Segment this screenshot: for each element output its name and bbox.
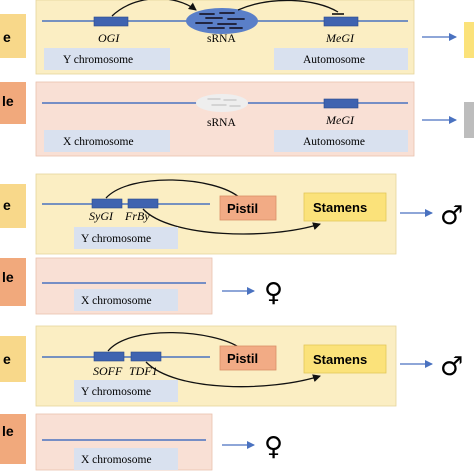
gene-label-soff: SOFF bbox=[93, 364, 123, 378]
output-box-a2-cropped bbox=[464, 102, 474, 138]
srna-ellipse bbox=[186, 8, 258, 34]
chrom-label-y: Y chromosome bbox=[63, 54, 133, 66]
gene-label-frby: FrBy bbox=[124, 209, 150, 223]
chrom-label-x: X chromosome bbox=[81, 454, 152, 466]
female-symbol-icon: ♀ bbox=[264, 432, 283, 462]
pistil-box bbox=[219, 195, 277, 221]
panel-b-female: X chromosome ♀ bbox=[35, 257, 283, 315]
sygi-inhibit-pistil bbox=[105, 179, 241, 199]
chrom-label-auto: Automosome bbox=[303, 136, 365, 148]
stamens-label: Stamens bbox=[313, 352, 367, 367]
chrom-label-auto: Automosome bbox=[303, 54, 365, 66]
output-box-a1-cropped bbox=[464, 22, 474, 58]
gene-box-soff bbox=[93, 351, 125, 362]
gene-label-megi: MeGI bbox=[325, 31, 355, 45]
side-tab-female-c bbox=[0, 414, 26, 464]
gene-box-megi bbox=[323, 16, 359, 27]
side-label-male-c: e bbox=[3, 351, 11, 367]
female-symbol-icon: ♀ bbox=[264, 278, 283, 308]
side-label-female-a: le bbox=[2, 93, 14, 109]
pistil-label: Pistil bbox=[227, 351, 258, 366]
side-label-male-a: e bbox=[3, 29, 11, 45]
panel-c-male: Pistil Stamens SOFF TDF1 Y chromosome ♂ bbox=[35, 325, 463, 407]
male-symbol-icon: ♂ bbox=[440, 201, 463, 231]
pistil-label: Pistil bbox=[227, 201, 258, 216]
chrom-label-y: Y chromosome bbox=[81, 386, 151, 398]
gene-box-megi bbox=[323, 98, 359, 109]
side-tab-male-b bbox=[0, 184, 26, 228]
srna-strokes bbox=[195, 12, 245, 29]
chrom-label-y: Y chromosome bbox=[81, 233, 151, 245]
side-label-female-c: le bbox=[2, 423, 14, 439]
panel-c-female: X chromosome ♀ bbox=[35, 413, 283, 471]
gene-box-tdf1 bbox=[130, 351, 162, 362]
chrom-label-box-x bbox=[74, 289, 178, 311]
soff-inhibit-pistil bbox=[107, 331, 241, 352]
side-tab-male-c bbox=[0, 336, 26, 382]
panel-a-male: OGI sRNA MeGI Y chromosome Automosome bbox=[35, 0, 474, 75]
gene-box-ogi bbox=[93, 16, 129, 27]
ogi-to-srna-arrow bbox=[111, 0, 197, 17]
srna-label: sRNA bbox=[207, 33, 236, 45]
chrom-label-box-y bbox=[74, 380, 178, 402]
male-symbol-icon: ♂ bbox=[440, 352, 463, 382]
stamens-label: Stamens bbox=[313, 200, 367, 215]
stamens-box bbox=[303, 344, 387, 374]
gene-box-frby bbox=[127, 198, 159, 209]
gene-label-sygi: SyGI bbox=[89, 209, 114, 223]
srna-inhibit-megi-arrow bbox=[237, 0, 339, 13]
srna-strokes-faded bbox=[207, 98, 241, 107]
chrom-label-x: X chromosome bbox=[81, 295, 152, 307]
side-tabs: e le e le e le bbox=[0, 14, 26, 464]
panel-b-male: Pistil Stamens SyGI FrBy Y chromosome ♂ bbox=[35, 173, 463, 255]
chrom-label-box-auto bbox=[274, 48, 408, 70]
gene-label-ogi: OGI bbox=[98, 31, 120, 45]
gene-box-sygi bbox=[91, 198, 123, 209]
chrom-label-box-x bbox=[44, 130, 170, 152]
chrom-label-box-y bbox=[44, 48, 170, 70]
gene-label-tdf1: TDF1 bbox=[129, 364, 158, 378]
side-tab-male-a bbox=[0, 14, 26, 58]
srna-ellipse-faded bbox=[196, 94, 248, 112]
side-label-female-b: le bbox=[2, 269, 14, 285]
side-tab-female-a bbox=[0, 82, 26, 124]
stamens-box bbox=[303, 192, 387, 222]
side-label-male-b: e bbox=[3, 197, 11, 213]
chrom-label-box-y bbox=[74, 227, 178, 249]
tdf1-activate-stamens bbox=[145, 361, 321, 388]
pistil-box bbox=[219, 345, 277, 371]
srna-label: sRNA bbox=[207, 117, 236, 129]
gene-label-megi: MeGI bbox=[325, 113, 355, 127]
chrom-label-box-auto bbox=[274, 130, 408, 152]
chrom-label-box-x bbox=[74, 448, 178, 470]
chrom-label-x: X chromosome bbox=[63, 136, 134, 148]
panel-a-female: sRNA MeGI X chromosome Automosome bbox=[35, 81, 474, 157]
side-tab-female-b bbox=[0, 258, 26, 306]
frby-activate-stamens bbox=[142, 208, 321, 235]
